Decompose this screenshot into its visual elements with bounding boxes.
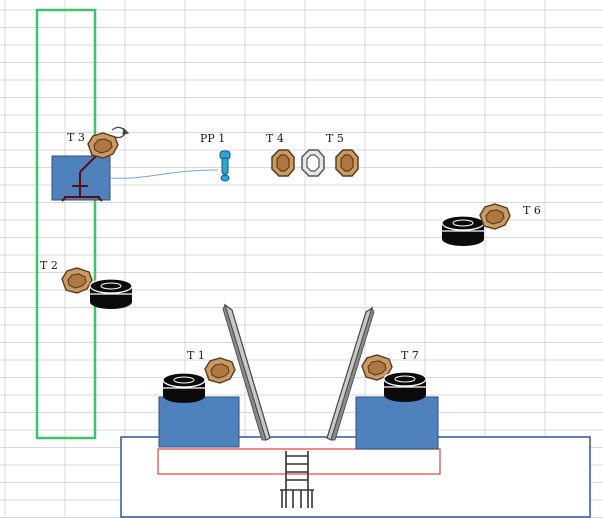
t4-silver-nut-icon (301, 149, 325, 177)
label-t5: T 5 (326, 132, 344, 145)
t5-nut-icon (335, 149, 359, 177)
ladder-icon (280, 451, 314, 508)
push-pin-icon (219, 150, 231, 182)
label-t7: T 7 (401, 349, 419, 362)
label-t1: T 1 (187, 349, 205, 362)
stand-icon (61, 151, 103, 202)
walkway-outline (35, 8, 97, 440)
t4-nut-icon (271, 149, 295, 177)
label-t4: T 4 (266, 132, 284, 145)
label-t2: T 2 (40, 259, 58, 272)
t6-nut-icon (479, 203, 511, 230)
label-t6: T 6 (523, 204, 541, 217)
red-bar (157, 448, 441, 475)
t1-nut-icon (204, 357, 236, 384)
ramp-panel-left (222, 303, 271, 441)
t2-nut-icon (61, 267, 93, 294)
connector-line (109, 169, 219, 179)
t1-tire-icon (162, 372, 206, 404)
t3-station (51, 126, 219, 202)
rotate-arrow-icon (111, 126, 130, 139)
ramp-panel-right (326, 306, 375, 441)
label-t3: T 3 (67, 131, 85, 144)
t6-tire-icon (441, 215, 485, 247)
t2-tire-icon (89, 278, 133, 310)
platform-left (158, 396, 240, 448)
t7-tire-icon (383, 371, 427, 403)
label-pp1: PP 1 (200, 132, 225, 145)
platform-right (355, 396, 439, 450)
